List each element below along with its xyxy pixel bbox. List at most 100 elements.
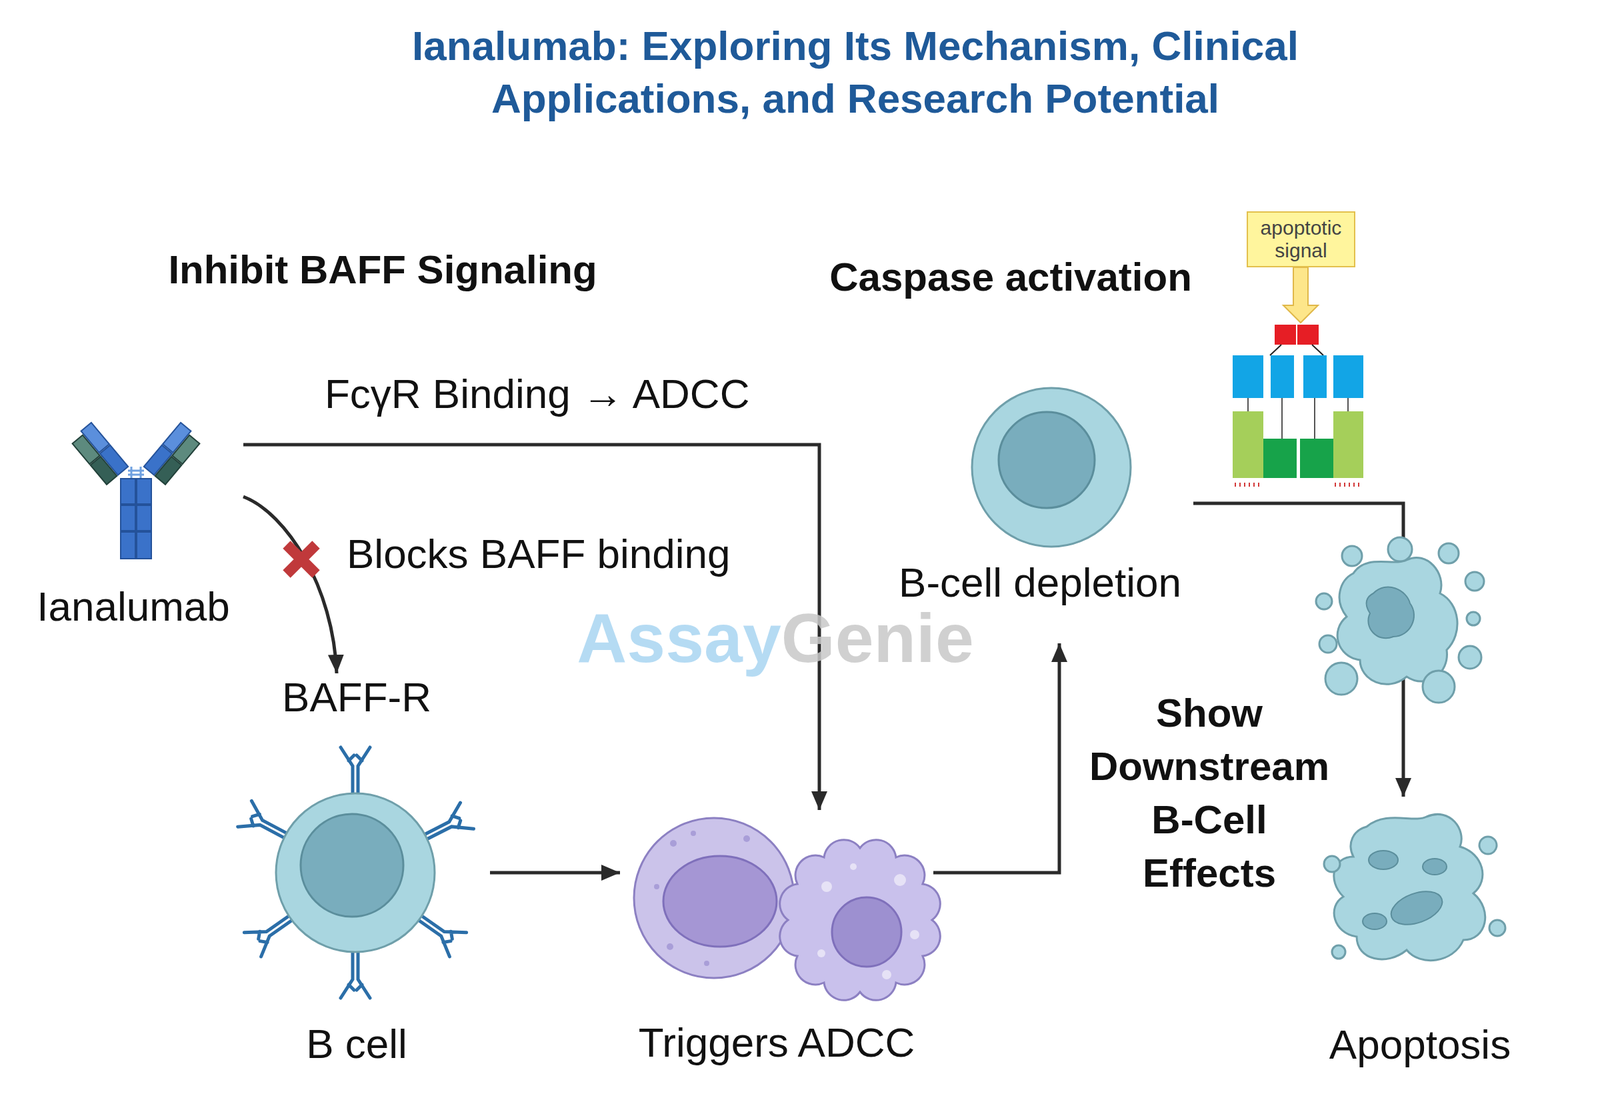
b-cell-drawing xyxy=(276,793,435,952)
connector-arrow xyxy=(243,496,337,674)
blebbing-cell xyxy=(1388,537,1412,562)
caspase-complex xyxy=(1232,324,1364,485)
blebbing-cell xyxy=(1325,662,1358,695)
antibody-icon xyxy=(128,466,144,478)
caspase-complex xyxy=(1300,438,1334,478)
blebbing-cell xyxy=(1366,587,1414,639)
apoptotic-bodies xyxy=(1362,913,1387,930)
adcc-cells xyxy=(850,863,857,870)
block-cross xyxy=(286,544,316,574)
caspase-complex xyxy=(1303,355,1327,398)
b-cell-drawing xyxy=(300,814,404,917)
blebbing-cell xyxy=(1465,572,1484,591)
signal-box: apoptotic signal xyxy=(1246,211,1356,268)
node-text: Apoptosis xyxy=(1280,1020,1560,1069)
edge-label: Blocks BAFF binding xyxy=(346,530,730,578)
caspase-complex xyxy=(1270,344,1324,356)
adcc-cells xyxy=(666,943,674,950)
antibody-icon xyxy=(120,505,136,531)
section-heading: Inhibit BAFF Signaling xyxy=(168,247,597,292)
adcc-cells xyxy=(634,818,940,1000)
antibody-icon xyxy=(70,422,128,485)
blebbing-cell xyxy=(1458,646,1482,669)
apoptotic-bodies xyxy=(1386,885,1447,932)
label-holder: AssayGenie xyxy=(576,598,974,678)
node-text: BAFF-R xyxy=(196,673,517,722)
apoptotic-bodies xyxy=(1324,856,1340,872)
caspase-complex xyxy=(1333,355,1364,398)
caspase-complex xyxy=(1263,438,1297,478)
antibody-icon xyxy=(136,505,152,531)
apoptosis-node: Apoptosis xyxy=(1306,796,1534,1074)
apoptotic-bodies xyxy=(1479,836,1497,854)
apoptotic-bodies xyxy=(1332,945,1346,959)
node-text: Triggers ADCC xyxy=(593,1018,960,1067)
caspase-complex xyxy=(1297,324,1319,345)
caspase-complex xyxy=(1232,411,1264,478)
adcc-cells xyxy=(670,840,677,847)
adcc-cells xyxy=(821,881,832,892)
b-cell-depletion-drawing xyxy=(972,388,1131,547)
adcc-cells xyxy=(634,818,794,978)
antibody-icon xyxy=(136,532,152,559)
section-heading: Caspase activation xyxy=(829,254,1192,300)
label-holder: Caspase activation xyxy=(829,253,1192,302)
antibody-icon xyxy=(72,435,100,464)
adcc-cells xyxy=(704,960,710,966)
blebbing-cell xyxy=(1337,557,1458,684)
adcc-cells xyxy=(910,930,920,940)
caspase-complex xyxy=(1274,324,1296,345)
blebbing-cell xyxy=(1422,670,1455,703)
diagram-title: Ianalumab: Exploring Its Mechanism, Clin… xyxy=(382,19,1329,125)
adcc-cells xyxy=(832,897,902,967)
apoptotic-bodies xyxy=(1334,814,1486,960)
edge-label: Show Downstream B-Cell Effects xyxy=(1085,686,1334,900)
blebbing-cell xyxy=(1466,612,1480,626)
adcc-cells xyxy=(894,874,906,886)
blebbing-cell xyxy=(1342,546,1362,566)
adcc-cells xyxy=(780,840,941,1001)
b-cell-depletion-drawing xyxy=(998,412,1095,508)
antibody-icon xyxy=(120,478,136,504)
node-text: Ianalumab xyxy=(0,582,270,631)
antibody-node: Ianalumab xyxy=(23,406,244,628)
caspase-complex xyxy=(1232,355,1264,398)
antibody-icon xyxy=(70,422,203,559)
adcc-cells xyxy=(654,884,660,890)
blebbing-cell xyxy=(1438,543,1459,564)
block-cross xyxy=(286,544,316,574)
caspase-complex xyxy=(1333,411,1364,478)
watermark: AssayGenie xyxy=(576,598,974,678)
caspase-complex xyxy=(1234,482,1362,487)
b-cell-drawing xyxy=(238,747,474,998)
blebbing-cell xyxy=(1316,537,1484,703)
blebbing-cell xyxy=(1319,635,1337,653)
blebbing-cell xyxy=(1316,593,1332,610)
signal-arrow xyxy=(1283,267,1318,323)
antibody-icon xyxy=(144,422,202,485)
antibody-icon xyxy=(136,478,152,504)
b-cell-drawing xyxy=(340,747,370,794)
signal-arrow xyxy=(1283,267,1318,323)
adcc-node: Triggers ADCC xyxy=(620,810,934,1066)
connector-arrow xyxy=(490,871,620,875)
adcc-cells xyxy=(743,835,750,842)
adcc-cells xyxy=(817,949,826,958)
node-text: B cell xyxy=(196,1020,517,1068)
caspase-complex xyxy=(1270,355,1294,398)
adcc-cells xyxy=(663,856,777,947)
edge-label: FcγR Binding → ADCC xyxy=(324,370,750,418)
b-cell-node: BAFF-RB cell xyxy=(223,673,490,1067)
antibody-icon xyxy=(172,435,200,464)
apoptotic-bodies xyxy=(1489,920,1506,936)
signal-text: apoptotic signal xyxy=(1248,216,1354,262)
b-cell-drawing xyxy=(340,952,370,998)
apoptotic-bodies xyxy=(1422,858,1447,875)
apoptotic-bodies xyxy=(1368,850,1398,870)
b-cell-depletion-drawing xyxy=(972,388,1131,547)
label-holder: Inhibit BAFF Signaling xyxy=(168,246,597,294)
antibody-icon xyxy=(120,532,136,559)
adcc-cells xyxy=(690,830,696,836)
